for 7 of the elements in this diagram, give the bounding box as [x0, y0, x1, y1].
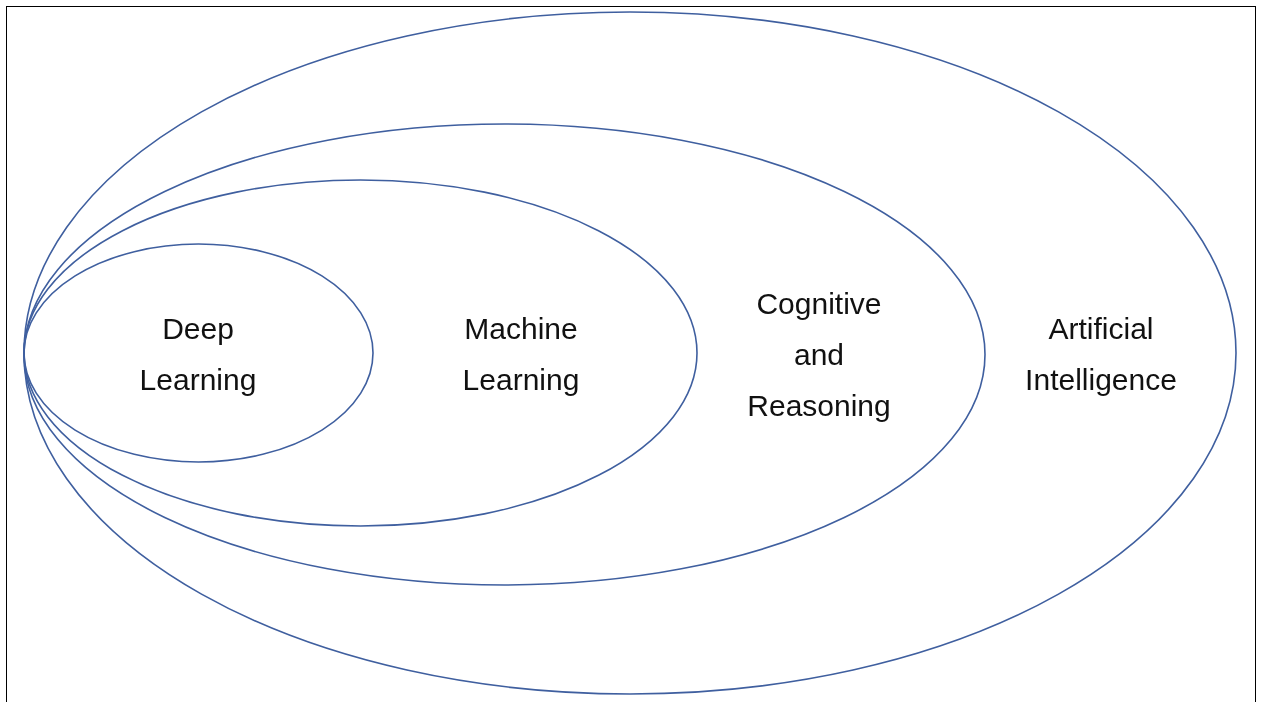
set-ellipse	[23, 179, 698, 527]
category-label: Deep Learning	[138, 311, 258, 398]
set-ellipse	[23, 123, 986, 586]
set-ellipse	[23, 243, 374, 463]
category-label: Artificial Intelligence	[1024, 311, 1178, 398]
category-label: Cognitive and Reasoning	[746, 285, 892, 424]
category-label: Machine Learning	[461, 311, 581, 398]
